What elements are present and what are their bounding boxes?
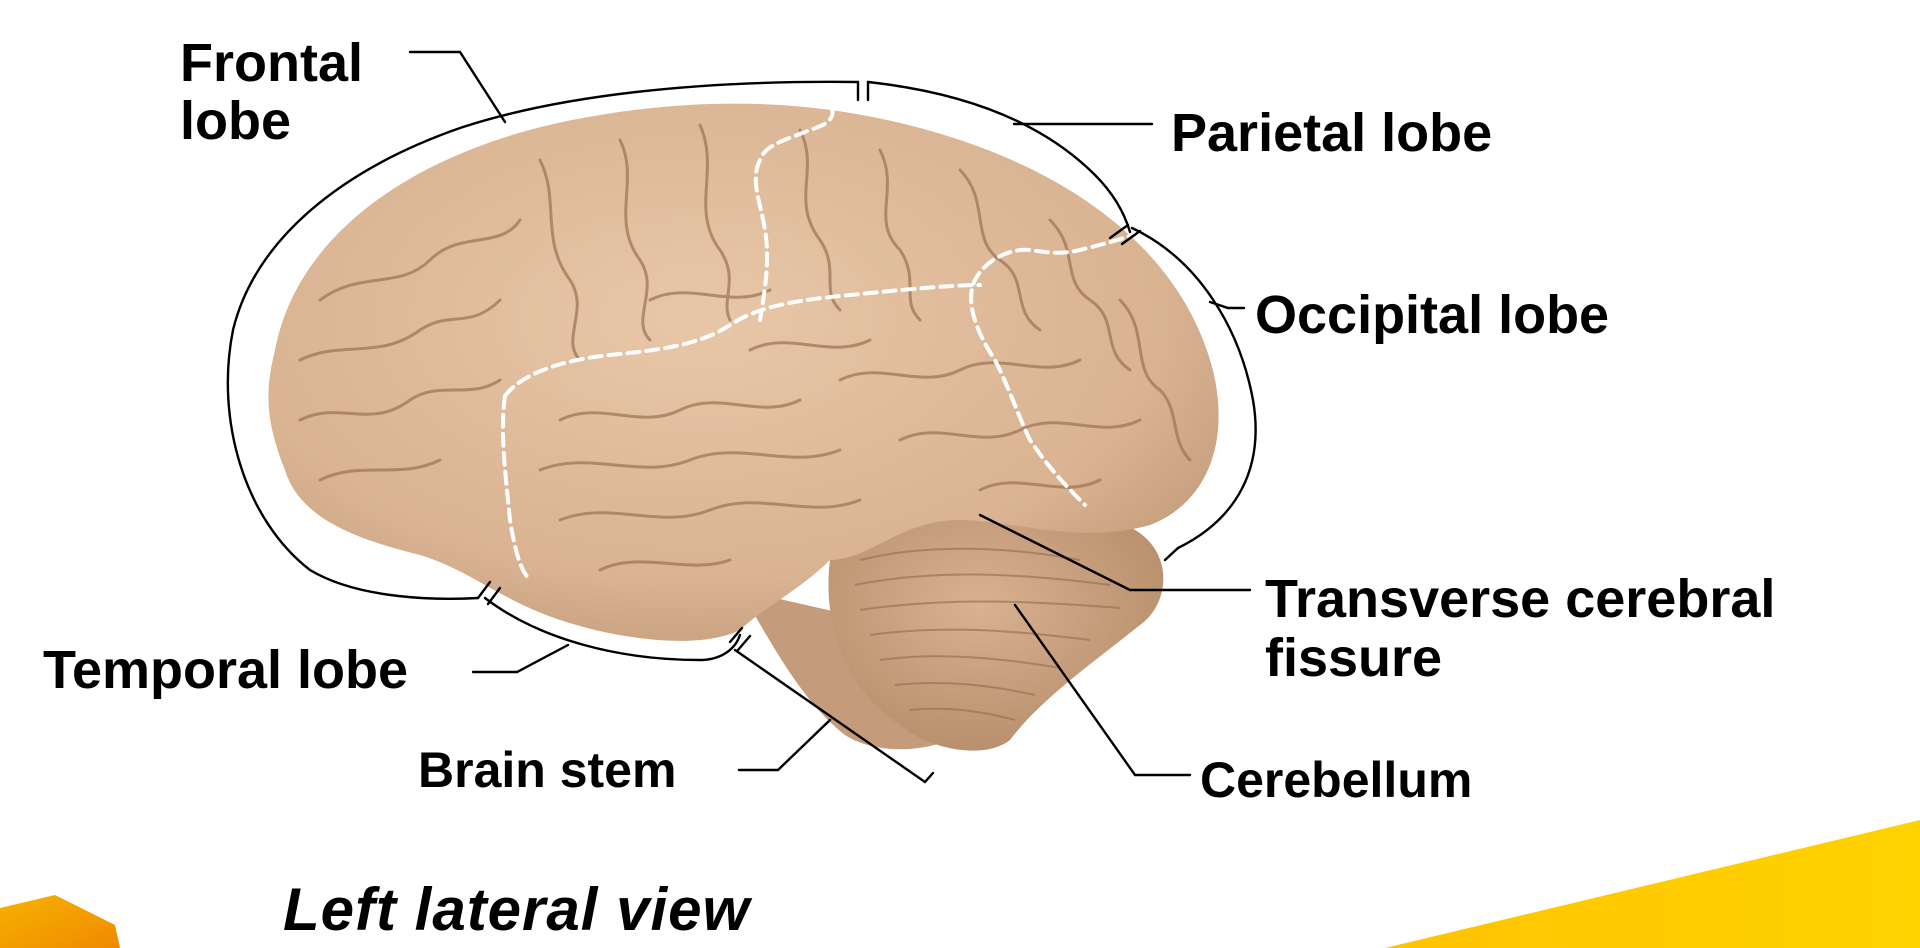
- occipital-lobe-leader: [1208, 300, 1246, 310]
- bracket-ticks: [476, 80, 1180, 784]
- frontal-lobe-label-line1: Frontal: [180, 33, 363, 93]
- brain-stem-leader: [737, 718, 832, 772]
- parietal-lobe-label: Parietal lobe: [1171, 103, 1493, 163]
- transverse-fissure-label-line1: Transverse cerebral: [1265, 569, 1776, 629]
- brain-stem-bracket: [733, 648, 927, 784]
- temporal-lobe-leader: [471, 643, 570, 674]
- transverse-cerebral-fissure-label: Transverse cerebral fissure: [1265, 569, 1776, 689]
- cerebellum-folia: [854, 547, 1121, 721]
- leader-lines: [226, 50, 1257, 784]
- temporal-lobe-label: Temporal lobe: [43, 640, 409, 700]
- orange-corner-accent: [0, 895, 120, 948]
- transverse-fissure-label-line2: fissure: [1265, 628, 1443, 689]
- transverse-fissure-leader: [978, 513, 1252, 592]
- frontal-lobe-bracket: [226, 80, 860, 600]
- lobe-boundaries: [500, 106, 1142, 582]
- gyri-texture: [298, 123, 1192, 572]
- parietal-lobe-bracket: [866, 80, 1132, 234]
- cerebellum-label: Cerebellum: [1200, 752, 1473, 808]
- figure-caption: Left lateral view: [283, 876, 751, 943]
- cerebrum-shape: [268, 103, 1219, 641]
- frontal-lobe-leader: [408, 50, 507, 124]
- occipital-lobe-bracket: [1130, 226, 1257, 550]
- frontal-lobe-label-line2: lobe: [180, 91, 292, 152]
- yellow-corner-accent: [1385, 820, 1920, 948]
- occipital-lobe-label: Occipital lobe: [1255, 285, 1610, 345]
- frontal-lobe-label: Frontal lobe: [180, 34, 363, 151]
- cerebellum-leader: [1013, 603, 1192, 777]
- brain-stem-label: Brain stem: [418, 742, 677, 798]
- temporal-lobe-bracket: [483, 596, 742, 662]
